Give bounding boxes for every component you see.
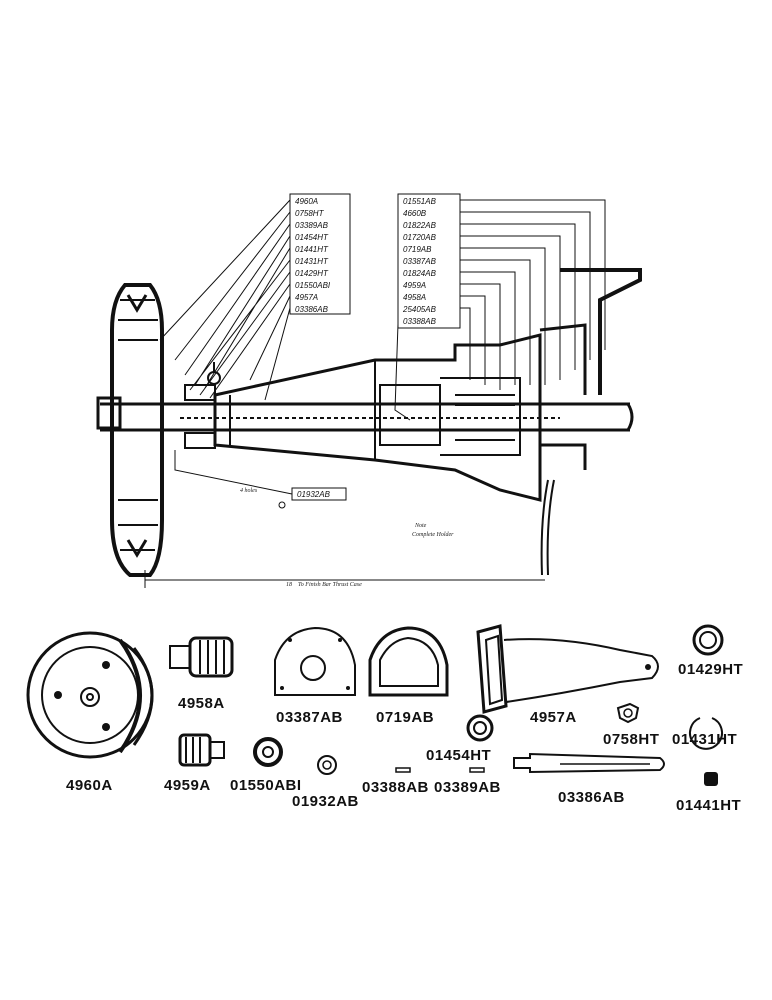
- callout-left-4: 01441HT: [295, 245, 329, 254]
- part-label-01550ABI: 01550ABI: [230, 777, 302, 794]
- callout-left-2: 03389AB: [295, 221, 329, 230]
- part-4958A-gear: [169, 636, 234, 678]
- part-label-01431HT: 01431HT: [672, 731, 737, 748]
- part-03387AB-gasket: [274, 626, 356, 696]
- parts-exploded: 4960A 4958A 03387AB 0719AB 49: [26, 624, 743, 814]
- part-label-01454HT: 01454HT: [426, 747, 491, 764]
- callout-right-9: 25405AB: [402, 305, 437, 314]
- part-label-0758HT: 0758HT: [603, 731, 659, 748]
- callout-left-6: 01429HT: [295, 269, 329, 278]
- callout-right-3: 01720AB: [403, 233, 437, 242]
- callout-right-7: 4959A: [403, 281, 426, 290]
- dimension-value: 18: [286, 582, 292, 588]
- part-03389AB-key: [469, 767, 485, 773]
- part-label-0719AB: 0719AB: [376, 709, 434, 726]
- part-label-01932AB: 01932AB: [292, 793, 359, 810]
- part-label-4958A: 4958A: [178, 695, 225, 712]
- part-03386AB-shaft: [513, 752, 665, 774]
- callout-right-5: 03387AB: [403, 257, 437, 266]
- callout-right-8: 4958A: [403, 293, 426, 302]
- right-callouts: 01551AB 4660B 01822AB 01720AB 0719AB 033…: [394, 193, 606, 421]
- part-0758HT-nut: [616, 702, 640, 724]
- callout-left-7: 01550ABI: [295, 281, 331, 290]
- callout-right-2: 01822AB: [403, 221, 437, 230]
- callout-right-0: 01551AB: [403, 197, 437, 206]
- assembly-drawing: 4960A 0758HT 03389AB 01454HT 01441HT 014…: [96, 193, 642, 588]
- part-0719AB-gasket: [368, 626, 449, 697]
- part-01550ABI-bearing: [253, 737, 283, 767]
- callout-bottom: 01932AB: [297, 490, 331, 499]
- part-4959A-gear: [178, 733, 225, 767]
- part-label-03389AB: 03389AB: [434, 779, 501, 796]
- part-label-4957A: 4957A: [530, 709, 577, 726]
- callout-left-9: 03386AB: [295, 305, 329, 314]
- assembly-shaft: [100, 402, 634, 432]
- assembly-housing: [184, 333, 542, 502]
- assembly-pulley: [96, 283, 164, 577]
- note-complete-holder: Complete Holder: [412, 532, 454, 538]
- callout-left-8: 4957A: [295, 293, 318, 302]
- left-callouts: 4960A 0758HT 03389AB 01454HT 01441HT 014…: [159, 193, 351, 401]
- dimension-text: To Finish Bar Thrust Case: [298, 582, 362, 588]
- callout-left-5: 01431HT: [295, 257, 329, 266]
- part-label-01441HT: 01441HT: [676, 797, 741, 814]
- callout-right-1: 4660B: [403, 209, 427, 218]
- part-4960A-pulley: [26, 631, 154, 759]
- part-label-4960A: 4960A: [66, 777, 113, 794]
- callout-left-3: 01454HT: [295, 233, 329, 242]
- callout-right-10: 03388AB: [403, 317, 437, 326]
- callout-left-0: 4960A: [295, 197, 318, 206]
- part-03388AB-key: [395, 767, 411, 773]
- part-01932AB-washer: [317, 755, 337, 775]
- part-01454HT-seal: [466, 714, 494, 742]
- part-label-4959A: 4959A: [164, 777, 211, 794]
- part-label-03388AB: 03388AB: [362, 779, 429, 796]
- part-01441HT-plug: [704, 772, 718, 786]
- callout-right-6: 01824AB: [403, 269, 437, 278]
- part-01431HT-snapring: [689, 717, 723, 750]
- part-label-03387AB: 03387AB: [276, 709, 343, 726]
- assembly-bracket: [539, 268, 642, 576]
- bottom-callout: 01932AB 4 holes: [174, 450, 347, 509]
- callout-left-1: 0758HT: [295, 209, 325, 218]
- part-4957A-housing: [476, 624, 659, 714]
- note-label: Note: [414, 523, 427, 529]
- callout-bottom-note: 4 holes: [240, 487, 258, 494]
- part-01429HT-ring: [692, 624, 724, 656]
- part-label-03386AB: 03386AB: [558, 789, 625, 806]
- part-label-01429HT: 01429HT: [678, 661, 743, 678]
- dimension-line: 18 To Finish Bar Thrust Case: [144, 570, 545, 588]
- callout-right-4: 0719AB: [403, 245, 432, 254]
